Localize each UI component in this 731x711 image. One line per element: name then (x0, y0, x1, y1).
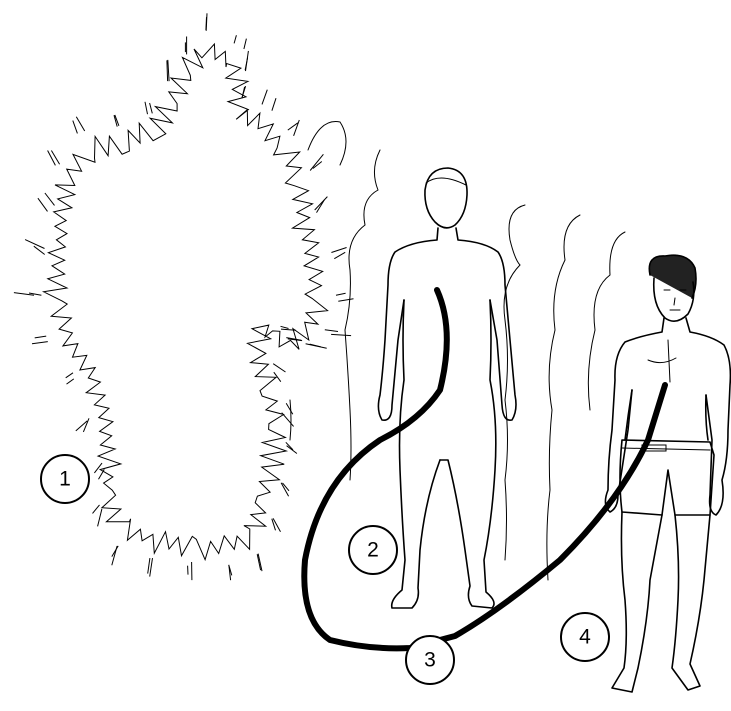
label-1: 1 (41, 455, 89, 503)
aura-ray (317, 200, 325, 213)
aura-ray (338, 299, 353, 302)
label-3: 3 (406, 636, 454, 684)
aura-ray (66, 373, 73, 378)
aura-ray (148, 558, 150, 574)
ghost-outlines-left (290, 122, 380, 480)
aura-ray (93, 505, 100, 514)
aura-ray (331, 248, 346, 253)
aura-ray (287, 446, 297, 454)
aura-ray (76, 117, 84, 131)
svg-text:3: 3 (424, 649, 436, 672)
ghost-outlines-right (504, 205, 625, 580)
aura-ray (83, 418, 89, 432)
aura-ray (48, 151, 56, 166)
aura-ray (334, 252, 345, 258)
aura-ray (281, 326, 289, 328)
svg-text:1: 1 (59, 468, 71, 491)
aura-ray (145, 102, 148, 114)
aura-ray (35, 336, 47, 338)
human-figure-plain (378, 168, 516, 608)
aura-ray (67, 379, 74, 384)
aura-ray (244, 39, 247, 49)
aura-ray (306, 344, 327, 349)
svg-text:2: 2 (367, 539, 379, 562)
aura-ray (167, 60, 168, 81)
aura-ray (286, 403, 293, 414)
aura-ray (294, 120, 300, 136)
aura-ray (94, 463, 102, 473)
aura-ray (325, 330, 338, 332)
aura-ray (150, 103, 153, 113)
aura-ray (272, 519, 276, 531)
aura-ray (73, 121, 78, 134)
aura-ray (262, 90, 267, 105)
aura-ray (273, 364, 285, 372)
label-4: 4 (561, 613, 609, 661)
aura-ray (282, 413, 294, 427)
svg-text:4: 4 (579, 626, 591, 649)
human-figure-clothed (605, 255, 730, 692)
aura-ray (336, 293, 346, 295)
connecting-curve (304, 290, 665, 648)
aura-ray (150, 558, 153, 577)
aura-ray (38, 198, 48, 211)
aura-ray (51, 151, 59, 165)
aura-ray (45, 193, 55, 205)
aura-ray (272, 98, 276, 111)
aura-ray (206, 13, 207, 31)
label-2: 2 (349, 526, 397, 574)
aura-ray (331, 334, 351, 335)
aura-ray (98, 509, 102, 527)
aura-ray (315, 197, 328, 210)
aura-ray (32, 342, 48, 344)
aura-ray (99, 469, 105, 479)
aura-ray (234, 35, 236, 43)
